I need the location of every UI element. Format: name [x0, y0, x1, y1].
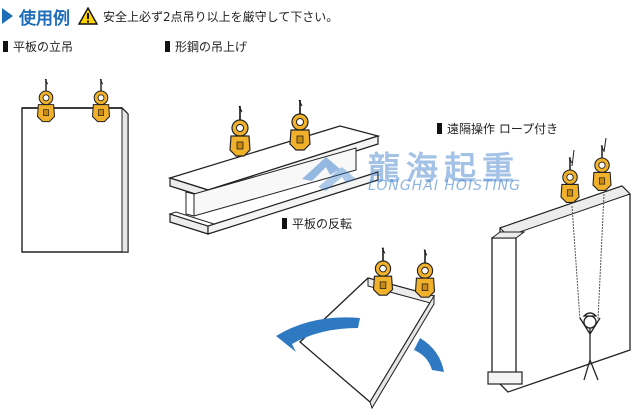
label-remote: 遠隔操作 ロープ付き: [437, 120, 558, 137]
square-bullet-icon: [437, 123, 442, 134]
clamp-icon: [229, 105, 251, 157]
clamp-icon: [289, 99, 311, 151]
warning-icon: [78, 7, 98, 25]
support-column: [491, 237, 517, 383]
panel-vertical-illustration: [21, 78, 129, 253]
rotation-arrow-left-icon: [276, 317, 360, 352]
clamp-icon: [414, 248, 436, 298]
label-panel-vertical: 平板の立吊: [3, 38, 73, 55]
label-panel-flip: 平板の反転: [282, 215, 352, 232]
clamp-icon: [372, 246, 394, 296]
clamp-icon: [36, 78, 56, 123]
triangle-bullet-icon: [2, 8, 13, 24]
remote-rope-illustration: [487, 137, 631, 393]
square-bullet-icon: [165, 41, 170, 52]
worker-figure: [579, 312, 601, 381]
rotation-arrow-right-icon: [414, 338, 444, 372]
clamp-icon: [91, 78, 111, 123]
section-title: 使用例: [19, 8, 70, 29]
section-header: 使用例 安全上必ず2点吊り以上を厳守して下さい。: [2, 4, 339, 29]
steel-beam-illustration: [167, 99, 381, 235]
square-bullet-icon: [3, 41, 8, 52]
clamp-icon: [560, 156, 580, 204]
clamp-icon: [592, 144, 612, 192]
warning-text: 安全上必ず2点吊り以上を厳守して下さい。: [103, 9, 339, 24]
panel-flip-illustration: [276, 246, 444, 410]
label-steel-lift: 形鋼の吊上げ: [165, 38, 247, 55]
square-bullet-icon: [282, 218, 287, 229]
